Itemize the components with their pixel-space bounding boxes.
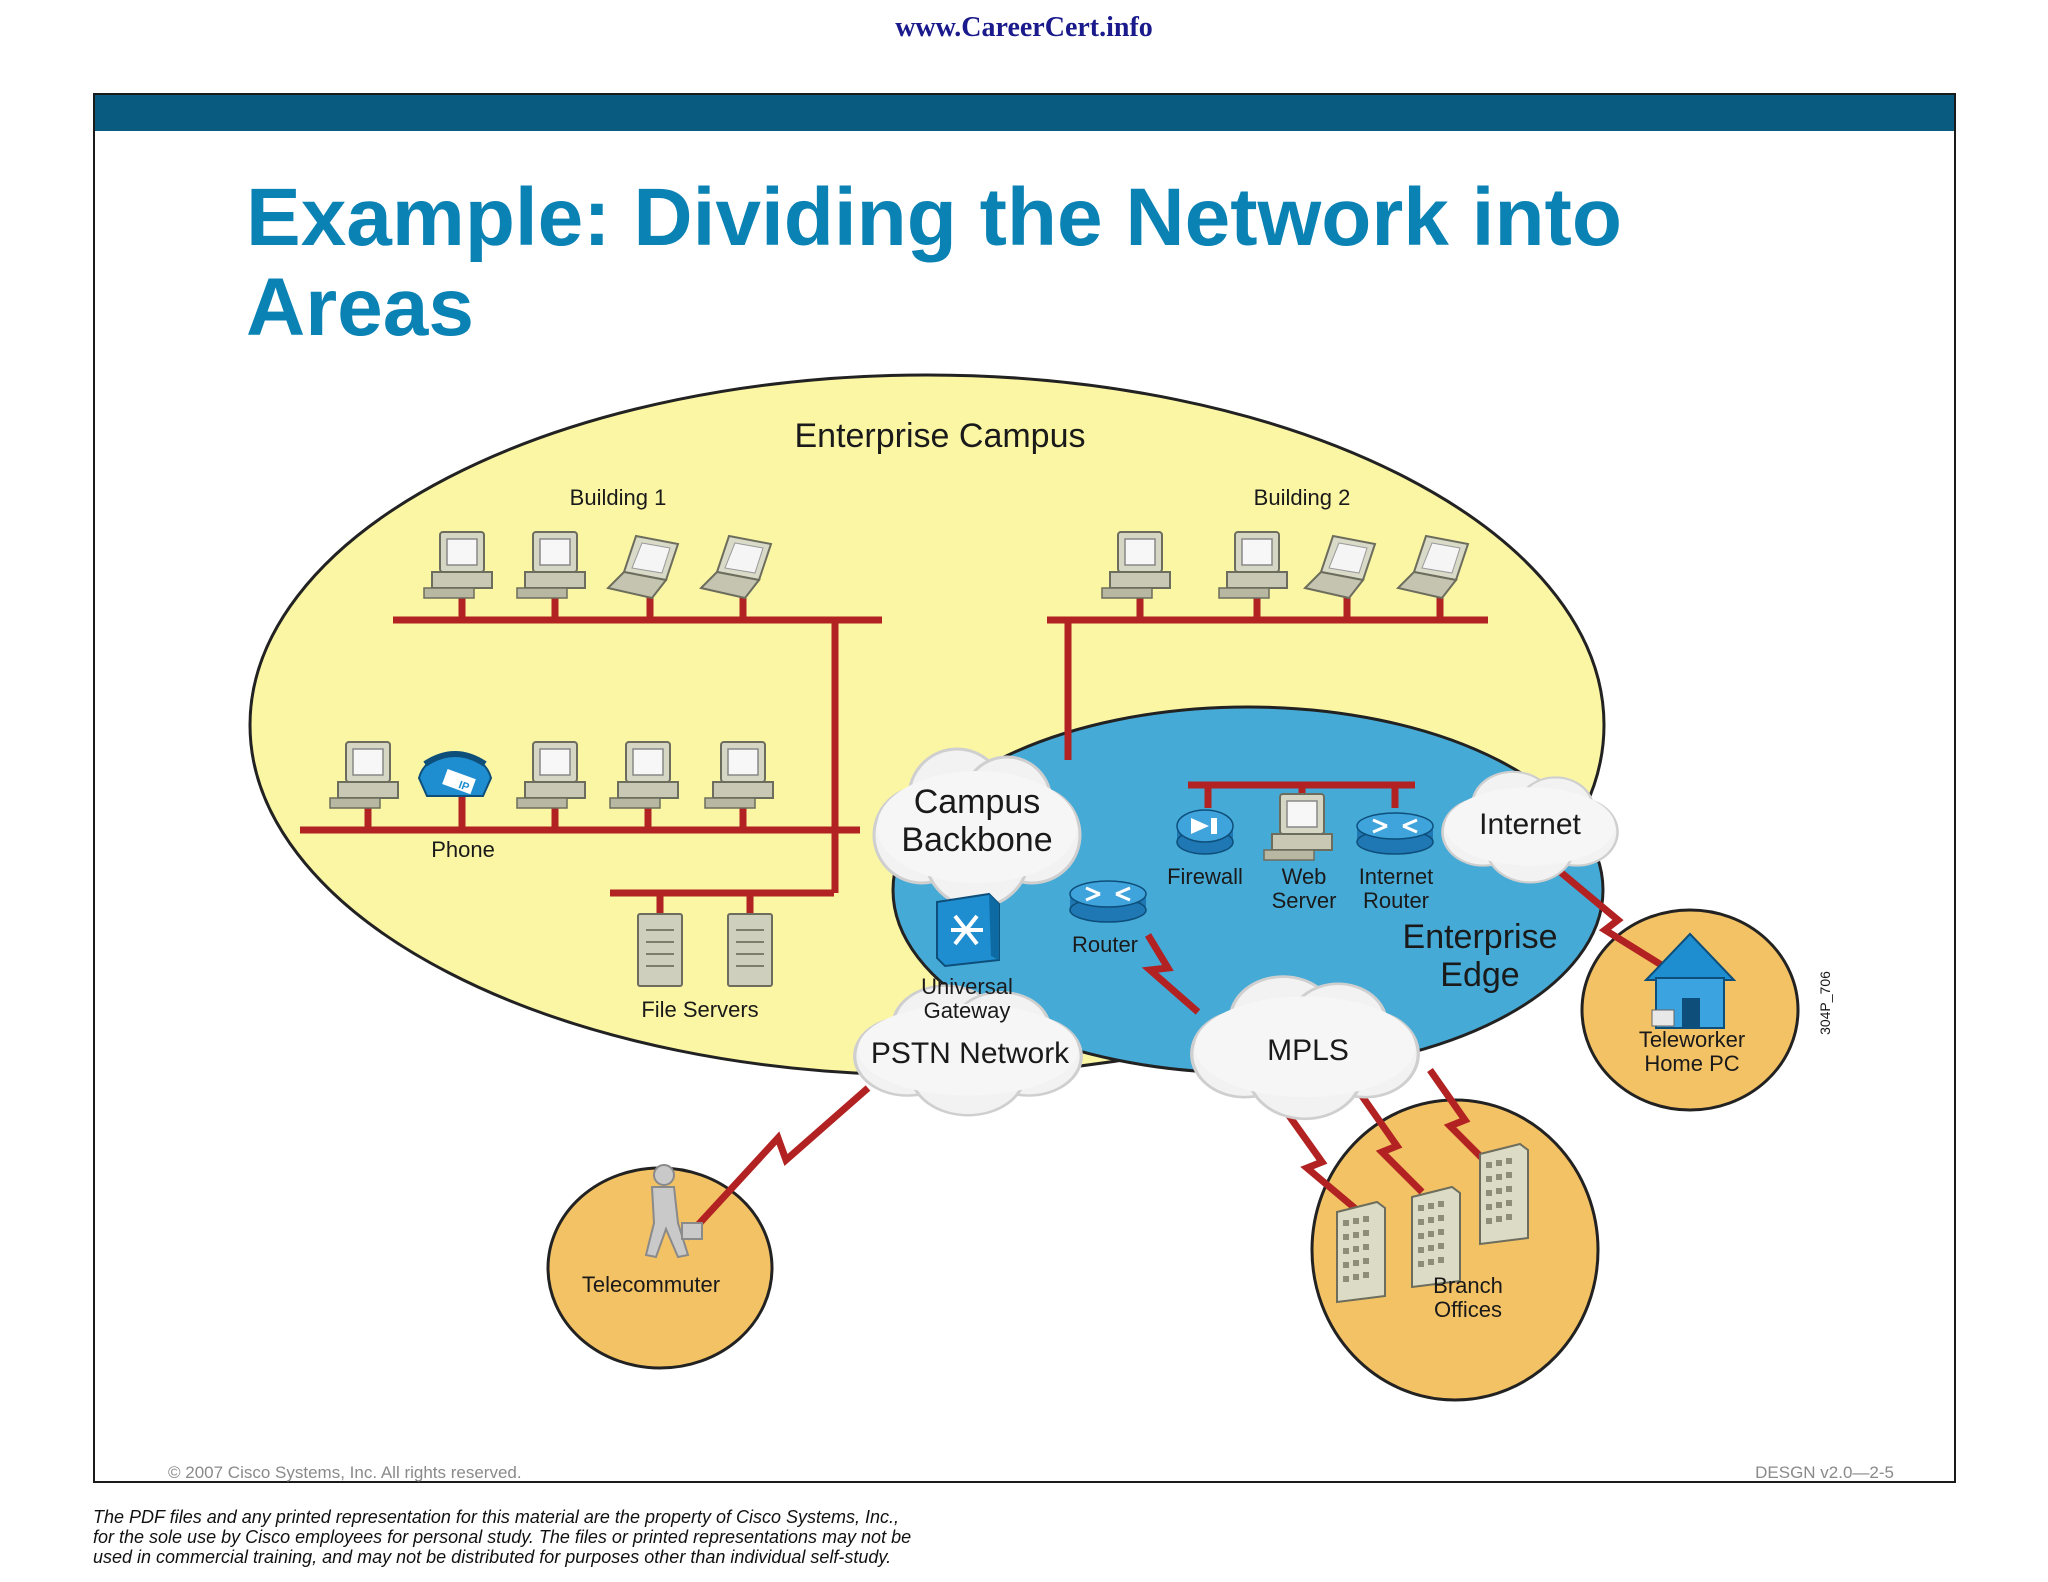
site-url[interactable]: www.CareerCert.info xyxy=(895,12,1153,43)
figure-id-label: 304P_706 xyxy=(1817,971,1833,1035)
firewall-label: Firewall xyxy=(1167,864,1243,889)
telecommuter-icon xyxy=(644,1164,703,1259)
telecommuter-label: Telecommuter xyxy=(582,1272,720,1297)
router-label: Router xyxy=(1072,932,1138,957)
wan-links xyxy=(683,867,1665,1241)
universal-gateway-icon xyxy=(936,892,1000,968)
disclaimer-line1: The PDF files and any printed representa… xyxy=(93,1507,900,1527)
teleworker-label-line1: Teleworker xyxy=(1639,1027,1745,1052)
internet-router-label-line1: Internet xyxy=(1359,864,1434,889)
ip-phone-badge: IP xyxy=(457,779,471,794)
universal-gateway-label-line1: Universal xyxy=(921,974,1013,999)
course-code: DESGN v2.0—2-5 xyxy=(1755,1463,1894,1482)
branch-offices-label-line1: Branch xyxy=(1433,1273,1503,1298)
file-server-2-icon xyxy=(727,913,773,987)
enterprise-edge-label-line1: Enterprise xyxy=(1403,918,1558,956)
building-2-label: Building 2 xyxy=(1254,485,1351,510)
disclaimer-line3: used in commercial training, and may not… xyxy=(93,1547,892,1567)
branch-building-2-icon xyxy=(1411,1186,1461,1288)
building-1-label: Building 1 xyxy=(570,485,667,510)
phone-label: Phone xyxy=(431,837,495,862)
branch-offices-label-line2: Offices xyxy=(1434,1297,1502,1322)
slide-header-band xyxy=(95,95,1954,131)
enterprise-campus-label: Enterprise Campus xyxy=(794,417,1085,455)
internet-router-label-line2: Router xyxy=(1363,888,1429,913)
file-server-1-icon xyxy=(637,913,683,987)
teleworker-house-icon xyxy=(1643,932,1737,1029)
enterprise-edge-label-line2: Edge xyxy=(1440,956,1519,994)
slide-title: Example: Dividing the Network into Areas xyxy=(246,173,1746,353)
internet-router-icon xyxy=(1355,811,1435,856)
copyright: © 2007 Cisco Systems, Inc. All rights re… xyxy=(168,1463,522,1482)
file-servers-label: File Servers xyxy=(641,997,758,1022)
pstn-network-label: PSTN Network xyxy=(871,1037,1070,1070)
branch-building-1-icon xyxy=(1336,1201,1386,1303)
mpls-label: MPLS xyxy=(1267,1034,1349,1067)
campus-backbone-label-line1: Campus xyxy=(914,783,1041,821)
disclaimer: The PDF files and any printed representa… xyxy=(93,1507,911,1567)
slide-title-line2: Areas xyxy=(246,262,474,353)
slide-title-line1: Example: Dividing the Network into xyxy=(246,172,1622,263)
branch-building-3-icon xyxy=(1479,1143,1529,1245)
web-server-label-line2: Server xyxy=(1272,888,1337,913)
ip-phone-icon: IP xyxy=(417,751,493,797)
router-icon xyxy=(1068,879,1148,924)
universal-gateway-label-line2: Gateway xyxy=(924,998,1011,1023)
internet-label: Internet xyxy=(1479,808,1581,841)
disclaimer-line2: for the sole use by Cisco employees for … xyxy=(93,1527,912,1547)
firewall-icon xyxy=(1176,809,1234,855)
web-server-label-line1: Web xyxy=(1282,864,1327,889)
campus-backbone-label-line2: Backbone xyxy=(901,821,1052,859)
teleworker-label-line2: Home PC xyxy=(1644,1051,1739,1076)
